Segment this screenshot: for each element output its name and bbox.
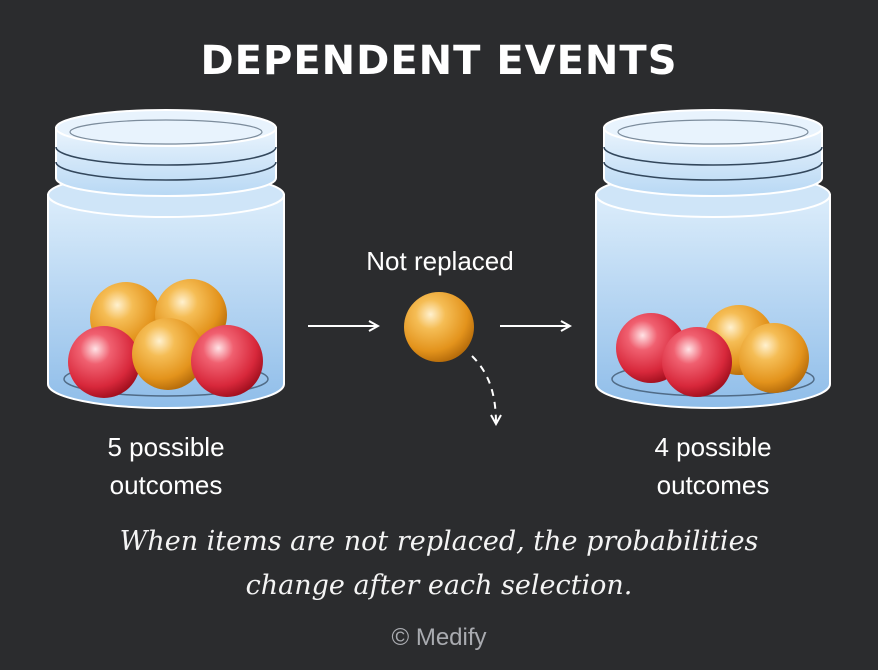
ball-orange (132, 318, 204, 390)
right-caption-line1: 4 possible (654, 432, 772, 462)
left-jar (47, 109, 285, 409)
left-caption-line1: 5 possible (107, 432, 225, 462)
ball-red (68, 326, 140, 398)
copyright-credit: © Medify (391, 624, 487, 651)
note-line2: change after each selection. (245, 570, 633, 601)
diagram-title: DEPENDENT EVENTS (200, 38, 678, 84)
right-jar-caption: 4 possible outcomes (593, 428, 833, 504)
right-caption-line2: outcomes (656, 470, 770, 500)
ball-red (191, 325, 263, 397)
note-line1: When items are not replaced, the probabi… (119, 526, 759, 557)
ball-red (662, 327, 732, 397)
ball-orange (739, 323, 809, 393)
right-jar (595, 109, 831, 409)
left-caption-line2: outcomes (109, 470, 223, 500)
dashed-arrow-down (471, 355, 496, 424)
removed-ball-orange (404, 292, 474, 362)
explanation-note: When items are not replaced, the probabi… (0, 520, 878, 608)
left-jar-caption: 5 possible outcomes (46, 428, 286, 504)
not-replaced-label: Not replaced (366, 246, 514, 276)
